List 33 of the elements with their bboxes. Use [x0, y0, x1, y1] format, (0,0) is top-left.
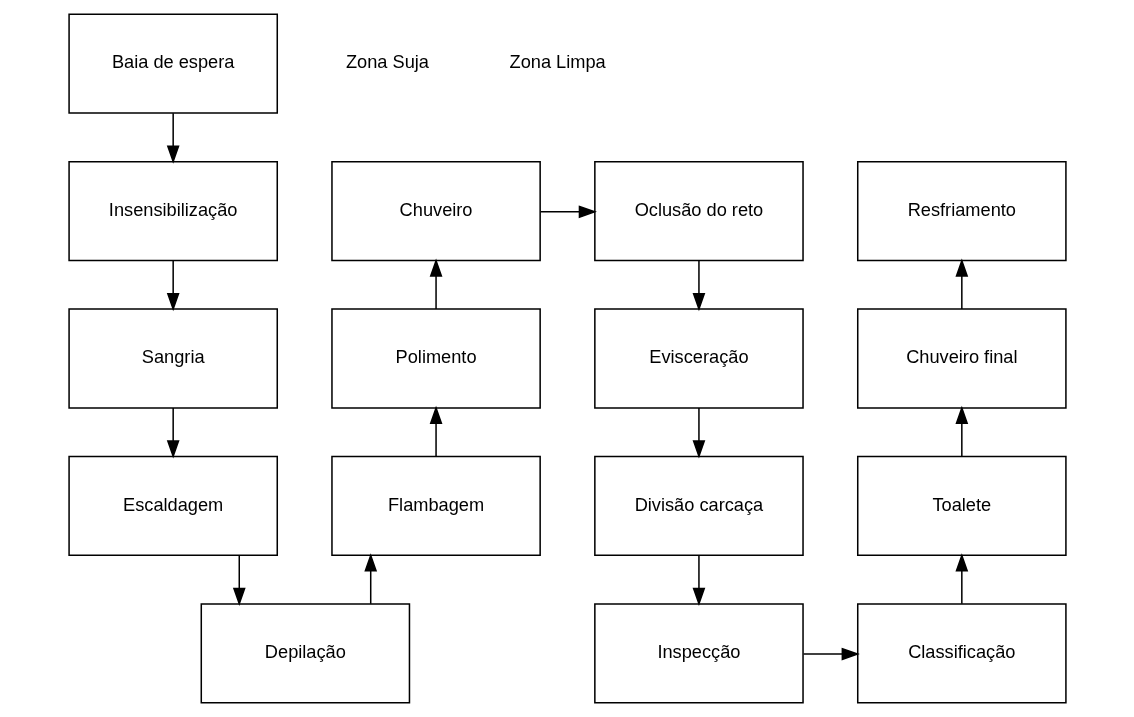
- node-box: Polimento: [330, 308, 541, 409]
- node-box: Toalete: [856, 455, 1067, 557]
- arrow: [954, 553, 968, 605]
- node-box: Escaldagem: [67, 455, 278, 557]
- arrow: [692, 554, 705, 606]
- arrow: [429, 405, 442, 458]
- arrow: [692, 259, 705, 312]
- node-box: Sangria: [67, 308, 278, 409]
- arrow: [539, 205, 597, 219]
- arrow: [692, 407, 705, 459]
- node-box: Evisceração: [593, 308, 804, 409]
- node-box: Divisão carcaça: [593, 455, 804, 557]
- node-box: Chuveiro: [330, 160, 541, 262]
- arrow: [232, 554, 246, 606]
- label: Zona Suja: [345, 51, 429, 73]
- node-box: Resfriamento: [856, 160, 1067, 262]
- arrow: [802, 647, 860, 661]
- node-box: Chuveiro final: [856, 308, 1067, 409]
- node-box: Baia de espera: [67, 13, 278, 114]
- arrow: [429, 258, 442, 310]
- arrow: [954, 258, 968, 310]
- node-box: Inspecção: [593, 603, 804, 704]
- node-box: Flambagem: [330, 455, 541, 557]
- node-box: Oclusão do reto: [593, 160, 804, 262]
- node-box: Insensibilização: [67, 160, 278, 262]
- arrow: [166, 407, 180, 459]
- node-box: Depilação: [200, 603, 410, 704]
- node-box: Classificação: [856, 603, 1067, 704]
- arrow: [166, 112, 180, 164]
- arrow: [954, 405, 968, 458]
- arrow: [166, 259, 180, 312]
- arrow: [363, 553, 377, 605]
- label: Zona Limpa: [509, 51, 606, 73]
